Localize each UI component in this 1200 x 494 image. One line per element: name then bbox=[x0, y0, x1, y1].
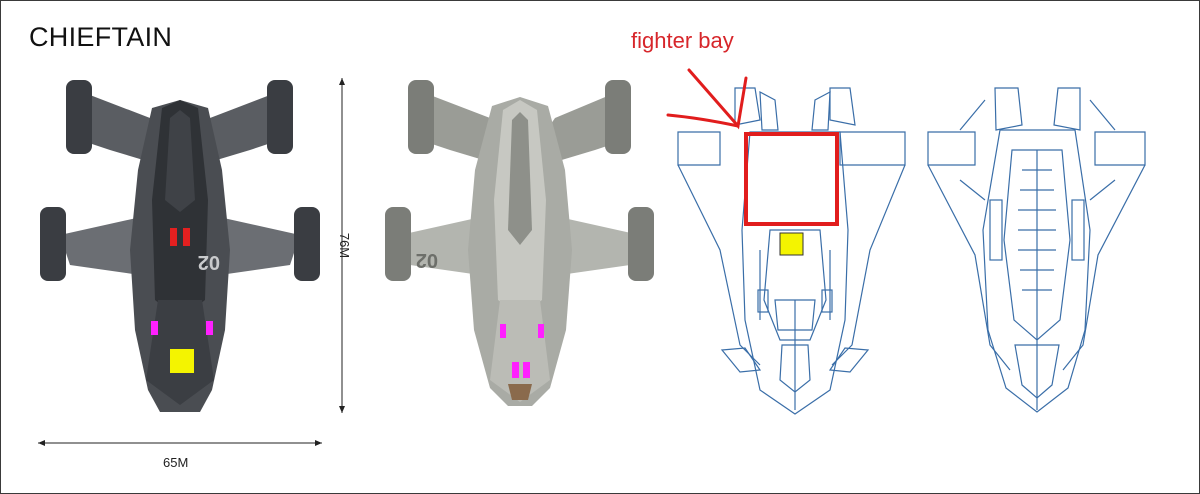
blueprint-top-view bbox=[677, 87, 906, 415]
width-dimension-label: 65M bbox=[163, 455, 189, 470]
magenta-marker bbox=[206, 321, 213, 335]
blueprint-bottom-view bbox=[927, 87, 1146, 413]
fighter-bay-highlight bbox=[744, 132, 839, 226]
magenta-marker bbox=[512, 362, 519, 378]
ship-view-light: 02 bbox=[385, 80, 654, 406]
fighter-bay-callout-label: fighter bay bbox=[631, 28, 734, 53]
magenta-marker bbox=[151, 321, 158, 335]
hull-number-dark: 02 bbox=[198, 251, 220, 273]
ship-title: CHIEFTAIN bbox=[29, 22, 173, 52]
hull-number-light: 02 bbox=[416, 249, 438, 271]
yellow-marker bbox=[779, 232, 804, 256]
fighter-bay-arrow bbox=[666, 68, 748, 130]
red-marker bbox=[183, 228, 190, 246]
length-dimension-line bbox=[339, 78, 345, 413]
magenta-marker bbox=[523, 362, 530, 378]
width-dimension-line bbox=[38, 440, 322, 446]
magenta-marker bbox=[500, 324, 506, 338]
red-marker bbox=[170, 228, 177, 246]
yellow-marker bbox=[170, 349, 194, 373]
ship-view-dark: 02 bbox=[40, 80, 320, 412]
magenta-marker bbox=[538, 324, 544, 338]
